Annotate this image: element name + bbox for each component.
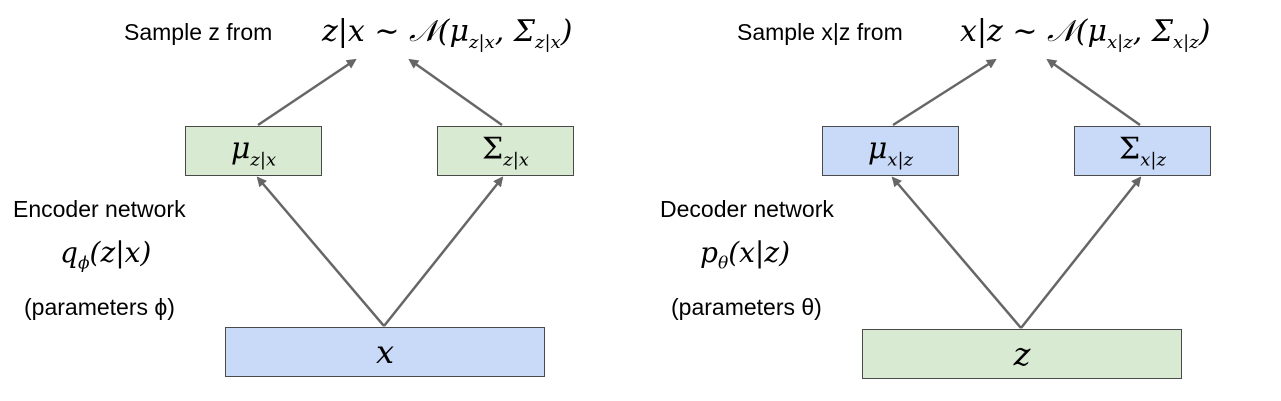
encoder-arrow-sigma-to-sample (408, 58, 503, 127)
decoder-input-label: z (1013, 335, 1031, 373)
decoder-input-box: z (862, 329, 1182, 379)
decoder-arrow-mu-to-sample (892, 58, 997, 127)
decoder-sigma-label: Σx|z (1119, 131, 1166, 171)
decoder-arrow-z-to-mu (891, 176, 1022, 329)
encoder-mu-label: μz|x (230, 131, 277, 171)
decoder-mu-box: μx|z (822, 126, 959, 176)
decoder-network-formula: pθ(x|z) (700, 236, 791, 274)
decoder-params-label: (parameters θ) (671, 294, 822, 320)
encoder-arrow-mu-to-sample (257, 58, 357, 127)
encoder-input-box: x (225, 327, 545, 377)
encoder-sample-formula: z|x ∼ 𝒩(μz|x, Σz|x) (322, 14, 573, 53)
decoder-sigma-box: Σx|z (1074, 126, 1211, 176)
encoder-sigma-box: Σz|x (437, 126, 574, 176)
encoder-input-label: x (375, 333, 395, 371)
decoder-sample-label: Sample x|z from (737, 19, 903, 45)
encoder-sample-label: Sample z from (124, 19, 273, 45)
decoder-arrow-sigma-to-sample (1046, 58, 1141, 127)
decoder-sample-formula: x|z ∼ 𝒩(μx|z, Σx|z) (960, 14, 1211, 53)
encoder-params-label: (parameters ϕ) (24, 294, 175, 320)
decoder-mu-label: μx|z (867, 131, 914, 171)
encoder-arrow-x-to-sigma (383, 176, 504, 327)
encoder-network-label: Encoder network (13, 196, 186, 222)
encoder-arrow-x-to-mu (256, 176, 385, 327)
encoder-mu-box: μz|x (185, 126, 322, 176)
decoder-arrow-z-to-sigma (1020, 176, 1142, 329)
encoder-network-formula: qϕ(z|x) (60, 236, 152, 274)
encoder-sigma-label: Σz|x (482, 131, 529, 171)
decoder-network-label: Decoder network (660, 196, 834, 222)
